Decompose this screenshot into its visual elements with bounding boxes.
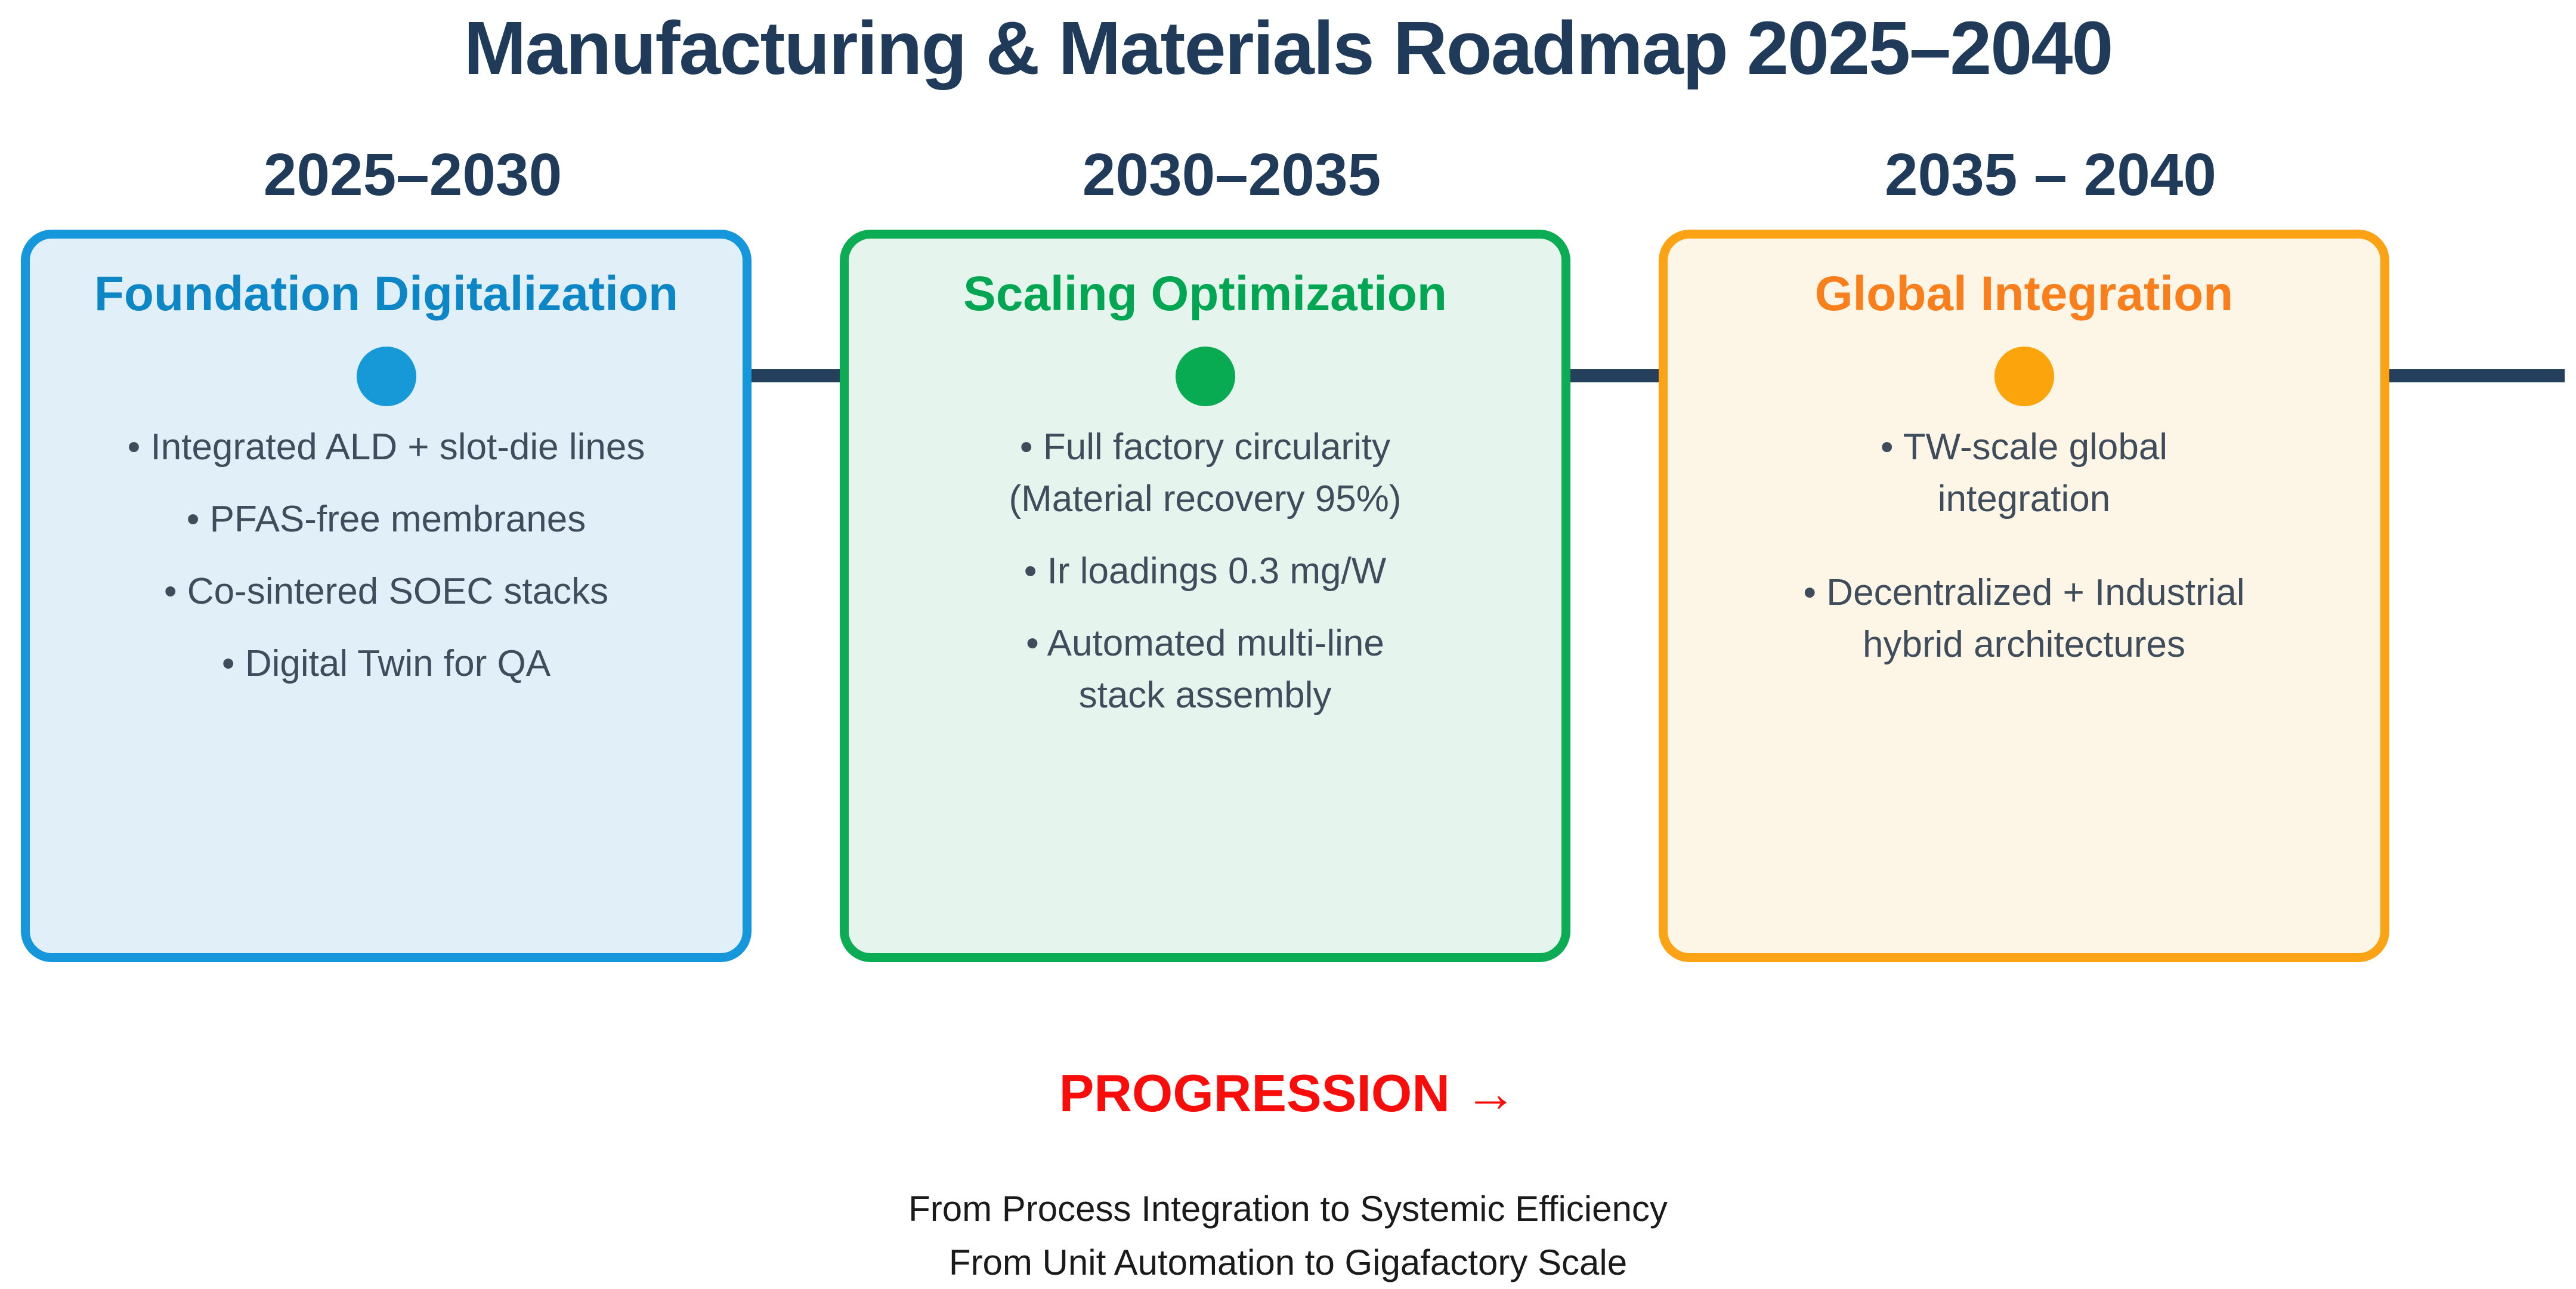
phase-period-label-1: 2025–2030 xyxy=(263,141,562,208)
bullet-item: • TW-scale global integration xyxy=(1880,426,2168,520)
bullet-item: • Full factory circularity (Material rec… xyxy=(1009,426,1402,520)
phase-card-global-integration: Global Integration • TW-scale global int… xyxy=(1659,230,2389,962)
bullet-item: • Digital Twin for QA xyxy=(221,643,551,684)
bullet-item: • Integrated ALD + slot-die lines xyxy=(127,426,645,468)
bullet-list: • Integrated ALD + slot-die lines • PFAS… xyxy=(44,421,728,710)
phase-card-foundation-digitalization: Foundation Digitalization • Integrated A… xyxy=(21,230,752,962)
page-title: Manufacturing & Materials Roadmap 2025–2… xyxy=(463,6,2113,90)
bullet-item: • Automated multi-line stack assembly xyxy=(1026,623,1384,716)
bullet-item: • PFAS-free membranes xyxy=(186,499,586,540)
timeline-milestone-dot xyxy=(356,347,416,406)
bullet-list: • Full factory circularity (Material rec… xyxy=(863,421,1547,741)
bullet-item: • Decentralized + Industrial hybrid arch… xyxy=(1803,572,2245,665)
phase-period-label-2: 2030–2035 xyxy=(1082,141,1381,208)
timeline-milestone-dot xyxy=(1175,347,1235,406)
footer-captions: From Process Integration to Systemic Eff… xyxy=(0,1182,2576,1289)
phase-heading: Global Integration xyxy=(1814,267,2234,321)
bullet-item: • Co-sintered SOEC stacks xyxy=(163,571,609,612)
phase-heading: Foundation Digitalization xyxy=(94,267,679,321)
phase-period-label-3: 2035 – 2040 xyxy=(1884,141,2217,208)
phase-card-scaling-optimization: Scaling Optimization • Full factory circ… xyxy=(840,230,1570,962)
progression-label: PROGRESSION → xyxy=(1059,1064,1517,1123)
bullet-list: • TW-scale global integration • Decentra… xyxy=(1682,421,2366,712)
timeline-milestone-dot xyxy=(1994,347,2054,406)
footer-line: From Unit Automation to Gigafactory Scal… xyxy=(948,1242,1628,1282)
phase-heading: Scaling Optimization xyxy=(963,267,1447,321)
bullet-item: • Ir loadings 0.3 mg/W xyxy=(1023,551,1387,592)
footer-line: From Process Integration to Systemic Eff… xyxy=(908,1189,1668,1229)
